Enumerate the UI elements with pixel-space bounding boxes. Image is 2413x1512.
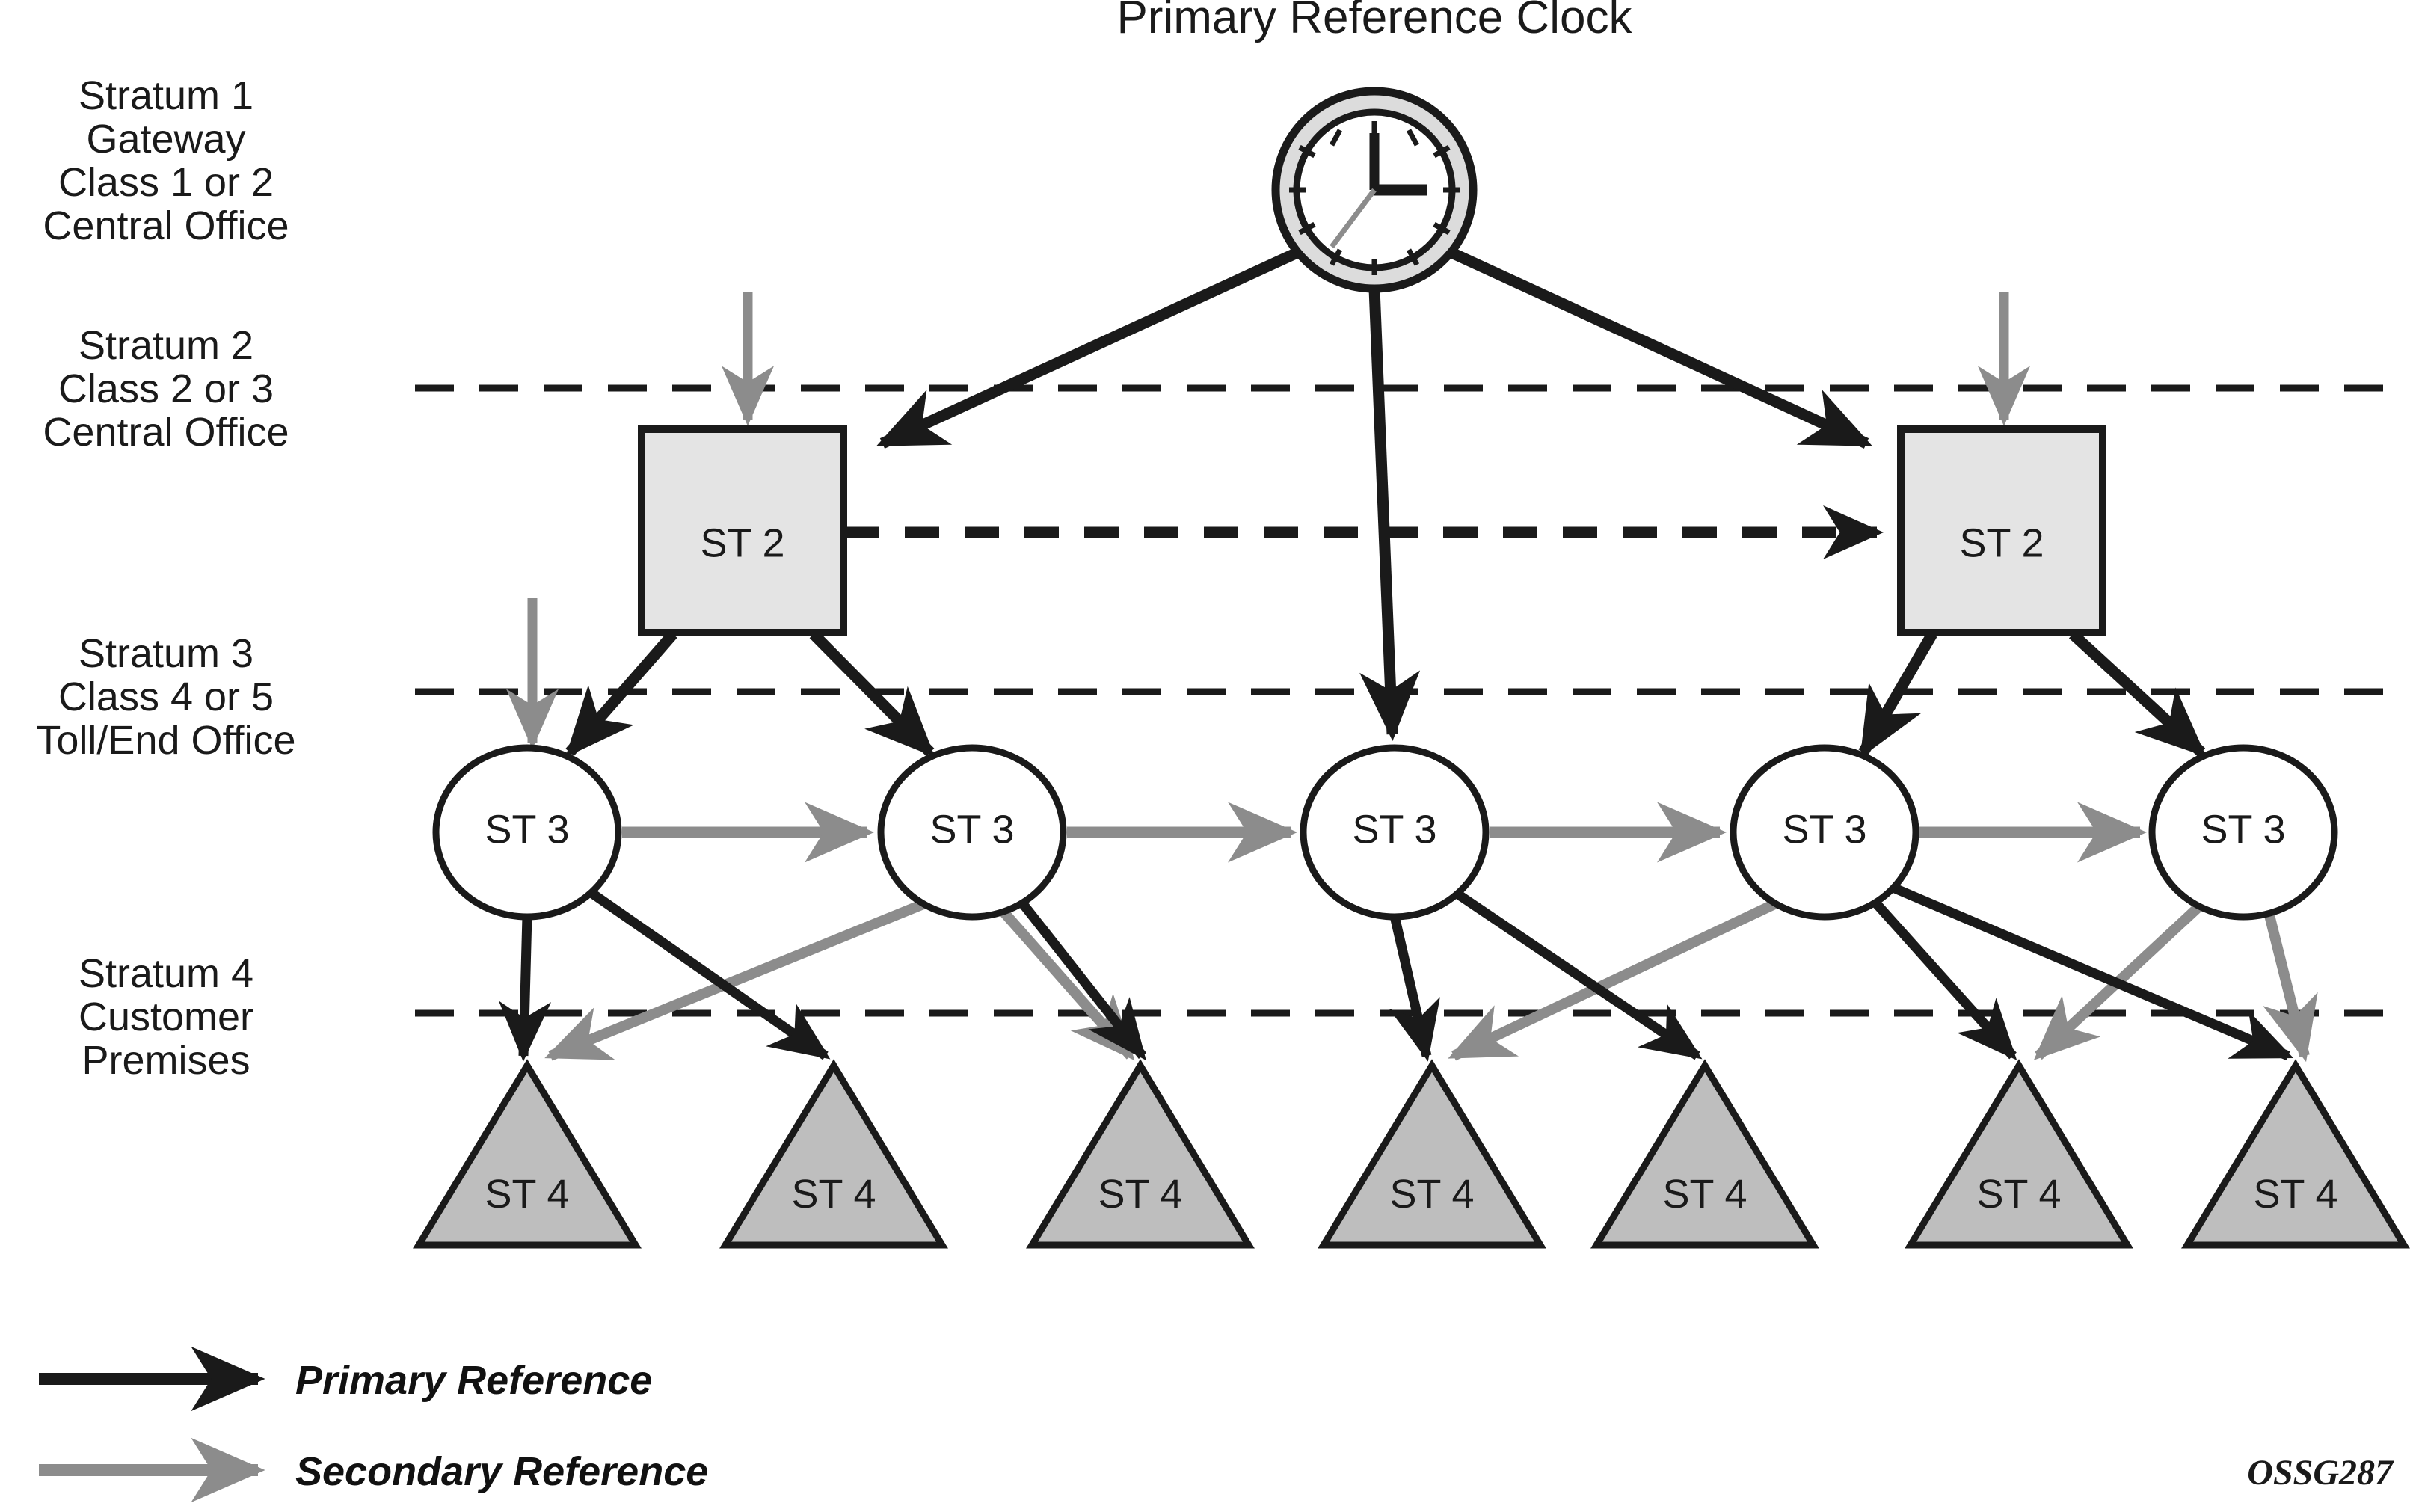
node-st4-7[interactable]: ST 4 (2181, 1059, 2410, 1249)
edge-st3-4-to-st4-6 (1866, 892, 2017, 1060)
primary-reference-clock-icon[interactable] (1271, 87, 1478, 293)
st4-5-label: ST 4 (1662, 1172, 1747, 1217)
st4-3-label: ST 4 (1098, 1172, 1182, 1217)
stratum-4-line-0: Stratum 4 (79, 951, 253, 996)
node-st4-5[interactable]: ST 4 (1590, 1059, 1819, 1249)
st4-4-label: ST 4 (1389, 1172, 1474, 1217)
st2-right-shape[interactable] (1897, 425, 2106, 636)
st4-2-shape[interactable] (719, 1059, 948, 1249)
stratum-1-label: Stratum 1 Gateway Class 1 or 2 Central O… (43, 73, 289, 248)
st3-2-label: ST 3 (929, 807, 1014, 852)
st3-5-label: ST 3 (2201, 807, 2285, 852)
st4-3-shape[interactable] (1026, 1059, 1255, 1249)
node-st4-2[interactable]: ST 4 (719, 1059, 948, 1249)
st3-3-label: ST 3 (1352, 807, 1436, 852)
st4-6-label: ST 4 (1976, 1172, 2061, 1217)
node-st2-left[interactable]: ST 2 (638, 425, 847, 636)
stratum-2-label: Stratum 2 Class 2 or 3 Central Office (43, 323, 289, 455)
node-st4-4[interactable]: ST 4 (1318, 1059, 1546, 1249)
edge-clock-to-st3-center (1359, 288, 1421, 741)
stratum-1-line-1: Gateway (86, 117, 245, 162)
legend: Primary Reference Secondary Reference (39, 1346, 708, 1503)
edge-st2-right-to-st3-4 (1858, 631, 1937, 758)
st3-2-shape[interactable] (877, 744, 1067, 921)
stratum-2-line-2: Central Office (43, 410, 289, 455)
node-st4-3[interactable]: ST 4 (1026, 1059, 1255, 1249)
st3-3-shape[interactable] (1300, 744, 1490, 921)
st3-1-shape[interactable] (432, 744, 622, 921)
node-st4-6[interactable]: ST 4 (1905, 1059, 2133, 1249)
stratum-3-line-2: Toll/End Office (36, 718, 295, 763)
edge-st3-2-to-st4-1-secondary (544, 894, 938, 1061)
legend-primary-label: Primary Reference (295, 1358, 652, 1403)
stratum-4-line-1: Customer (79, 995, 253, 1039)
st4-1-label: ST 4 (485, 1172, 569, 1217)
edge-st3-2-to-st4-3 (1011, 891, 1147, 1061)
st4-6-shape[interactable] (1905, 1059, 2133, 1249)
node-st2-right[interactable]: ST 2 (1897, 425, 2106, 636)
node-st3-4[interactable]: ST 3 (1730, 744, 1919, 921)
st4-4-shape[interactable] (1318, 1059, 1546, 1249)
edge-st3-4-to-st4-7 (1893, 884, 2294, 1060)
stratum-2-line-1: Class 2 or 3 (58, 366, 274, 411)
edge-st3-4-to-st4-4-secondary (1448, 894, 1788, 1061)
node-st3-5[interactable]: ST 3 (2148, 744, 2338, 921)
st2-right-label: ST 2 (1959, 520, 2044, 565)
stratum-2-line-0: Stratum 2 (79, 323, 253, 368)
node-st3-2[interactable]: ST 3 (877, 744, 1067, 921)
st2-left-label: ST 2 (700, 520, 784, 565)
st4-7-label: ST 4 (2253, 1172, 2337, 1217)
figure-id: OSSG287 (2247, 1453, 2394, 1493)
edge-st3-5-to-st4-7-secondary (2262, 905, 2318, 1063)
edge-st2-left-to-st3-2 (809, 630, 935, 757)
st4-1-shape[interactable] (413, 1059, 642, 1249)
node-st3-1[interactable]: ST 3 (432, 744, 622, 921)
stratum-3-line-1: Class 4 or 5 (58, 674, 274, 719)
stratum-1-line-2: Class 1 or 2 (58, 160, 274, 205)
edge-st3-1-to-st4-2 (586, 887, 831, 1060)
legend-secondary-label: Secondary Reference (295, 1449, 708, 1494)
st3-1-label: ST 3 (485, 807, 569, 852)
st3-4-label: ST 3 (1782, 807, 1866, 852)
edge-clock-to-st2-right (1436, 242, 1873, 449)
clock-second-hand (1330, 188, 1377, 249)
edge-clock-to-st2-left (876, 242, 1313, 449)
node-st3-3[interactable]: ST 3 (1300, 744, 1490, 921)
st4-5-shape[interactable] (1590, 1059, 1819, 1249)
node-st4-1[interactable]: ST 4 (413, 1059, 642, 1249)
stratum-3-label: Stratum 3 Class 4 or 5 Toll/End Office (36, 631, 295, 763)
stratum-3-line-0: Stratum 3 (79, 631, 253, 676)
st2-left-shape[interactable] (638, 425, 847, 636)
st3-5-shape[interactable] (2148, 744, 2338, 921)
page-title: Primary Reference Clock (1116, 0, 1632, 43)
edge-st3-1-to-st4-1 (498, 915, 552, 1062)
edge-st3-5-to-st4-6-secondary (2033, 894, 2211, 1060)
edge-st2-left-to-st3-1 (565, 630, 677, 757)
st3-4-shape[interactable] (1730, 744, 1919, 921)
stratum-1-line-3: Central Office (43, 203, 289, 248)
st4-2-label: ST 4 (791, 1172, 876, 1217)
edge-st3-3-to-st4-5 (1451, 887, 1703, 1060)
stratum-4-label: Stratum 4 Customer Premises (79, 951, 253, 1083)
stratum-1-line-0: Stratum 1 (79, 73, 253, 118)
stratum-4-line-2: Premises (82, 1038, 250, 1083)
st4-7-shape[interactable] (2181, 1059, 2410, 1249)
edge-st2-right-to-st3-5 (2068, 630, 2207, 757)
edge-st3-3-to-st4-4 (1389, 915, 1440, 1062)
